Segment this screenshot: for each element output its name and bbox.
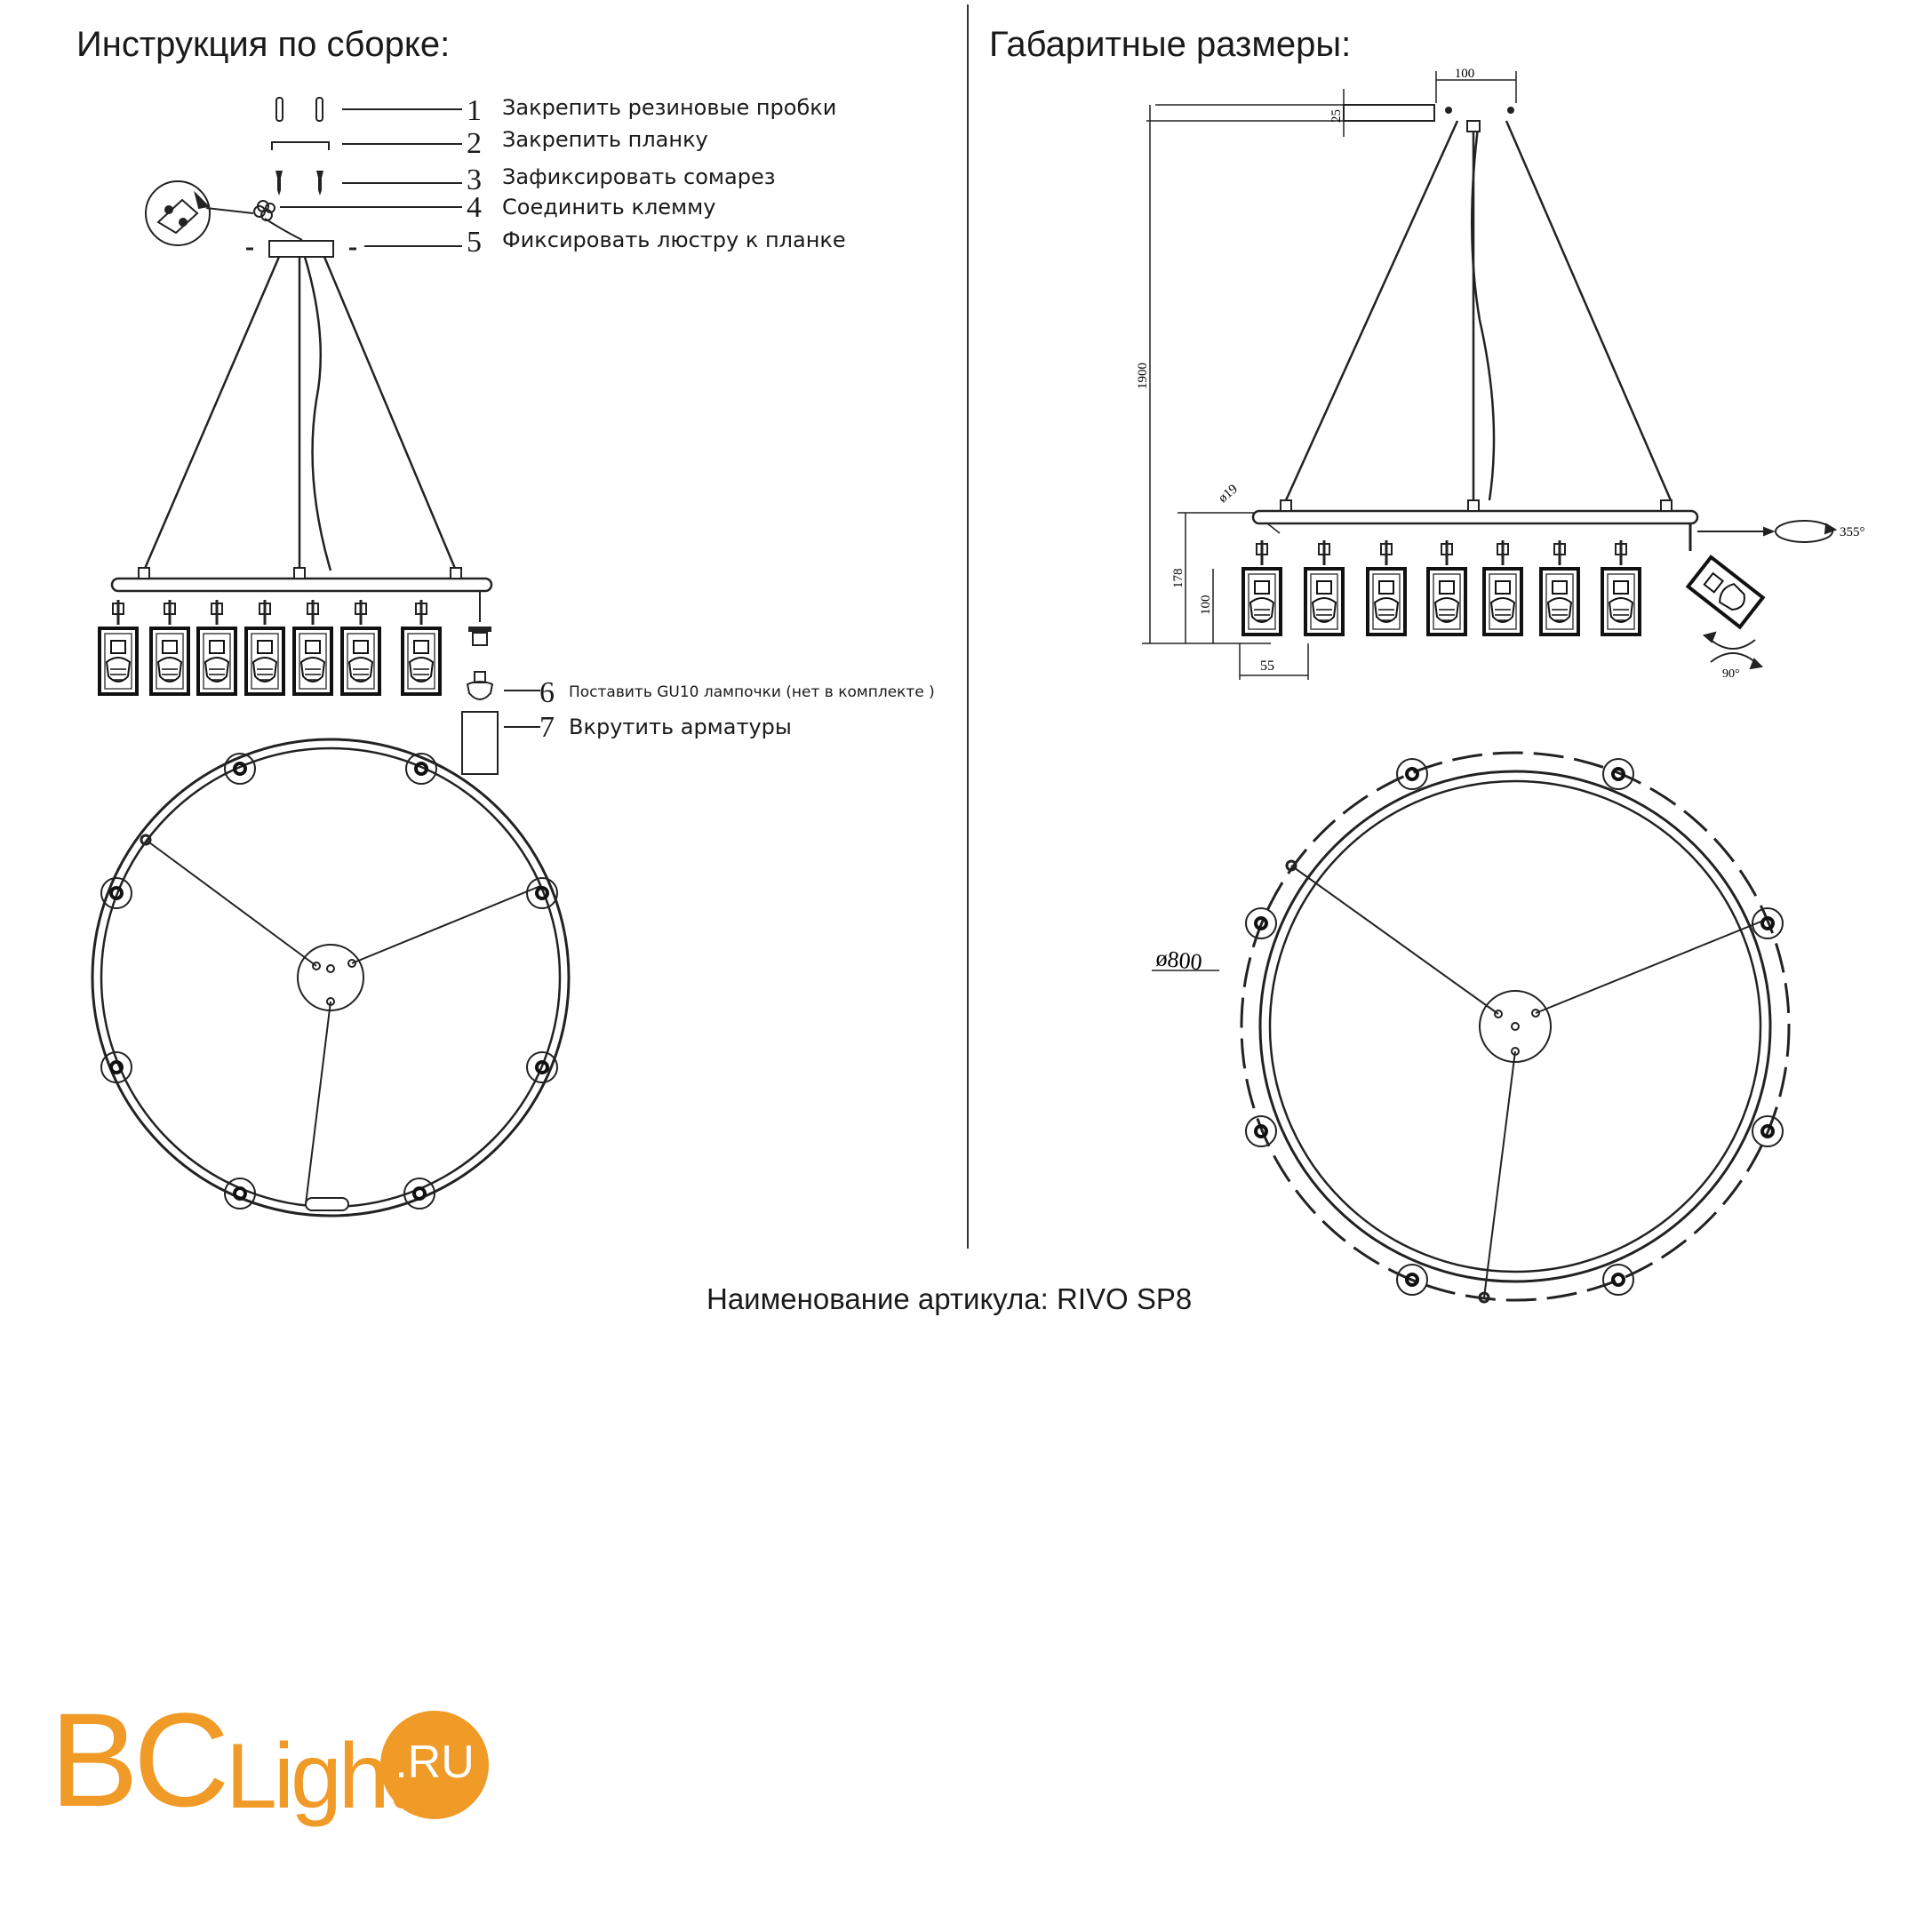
step-5-number: 5 [467, 226, 482, 259]
exploded-lamp [461, 591, 540, 775]
dim-block-height: 178 [1171, 569, 1186, 589]
step-2-label: Закрепить планку [502, 127, 708, 152]
dim-canopy-width: 100 [1455, 67, 1475, 81]
logo-ru-badge [380, 1711, 489, 1819]
dim-tube-diameter: ø19 [1216, 482, 1241, 506]
dim-shade-height: 100 [1199, 595, 1213, 616]
step-3-number: 3 [467, 164, 482, 196]
dim-canopy-height: 25 [1329, 109, 1344, 123]
right-lamp-bar [1251, 509, 1699, 525]
step-6-number: 6 [539, 676, 555, 709]
step-2-number: 2 [467, 127, 482, 160]
canopy-dimensioned [1343, 104, 1435, 122]
rotation-vertical-label: 90° [1722, 667, 1740, 681]
step-1-number: 1 [467, 94, 482, 127]
bclight-logo[interactable]: BC Light .RU [50, 1693, 512, 1848]
article-name: Наименование артикула: RIVO SP8 [707, 1282, 1193, 1315]
ring-diameter-label: ø800 [1154, 945, 1203, 975]
step-7-label: Вкрутить арматуры [569, 715, 792, 739]
step-7-number: 7 [539, 711, 555, 744]
right-lamp-shades [1241, 539, 1641, 636]
assembly-heading: Инструкция по сборке: [76, 25, 451, 64]
logo-bc-text: BC [50, 1685, 229, 1834]
left-ring-top-view [91, 738, 571, 1217]
rubber-plugs [275, 97, 323, 122]
dimensions-heading: Габаритные размеры: [989, 25, 1352, 64]
step-4-label: Соединить клемму [502, 195, 716, 220]
step-5-label: Фиксировать люстру к планке [502, 228, 846, 252]
mounting-plate [271, 141, 330, 150]
rotation-horizontal-label: 355° [1840, 525, 1865, 539]
dim-shade-width: 55 [1260, 659, 1274, 674]
tilted-shade [1685, 523, 1766, 630]
rotation-arrows [1697, 520, 1838, 670]
canopy [268, 240, 334, 258]
suspension-cables [142, 256, 458, 571]
right-ring-top-view [1152, 751, 1791, 1304]
dim-total-height: 1900 [1136, 363, 1150, 389]
step-1-label: Закрепить резиновые пробки [502, 95, 837, 120]
screws [275, 171, 323, 196]
step-6-label: Поставить GU10 лампочки (нет в комплекте… [569, 683, 935, 701]
terminal-detail [145, 180, 303, 246]
right-suspension-cables [1284, 120, 1673, 501]
left-lamp-shades [98, 598, 442, 696]
logo-ru-text: .RU [395, 1736, 475, 1788]
lamp-bar [110, 577, 493, 593]
step-4-number: 4 [467, 191, 482, 224]
step-3-label: Зафиксировать сомарез [502, 164, 776, 189]
